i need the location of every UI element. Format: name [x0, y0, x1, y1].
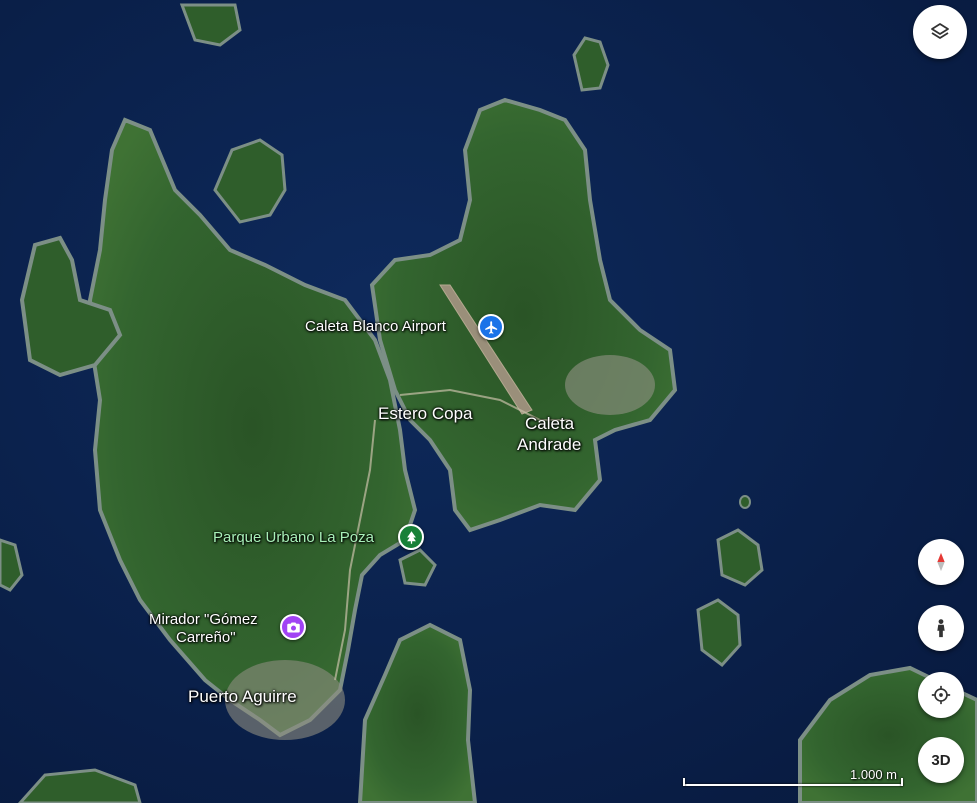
airport-label[interactable]: Caleta Blanco Airport — [305, 318, 446, 335]
scale-label: 1.000 m — [850, 767, 897, 782]
airport-runway — [439, 284, 533, 415]
top-islet — [179, 3, 242, 47]
east-island — [369, 97, 678, 533]
3d-label: 3D — [931, 751, 951, 769]
road-east — [399, 388, 570, 421]
east-islet-2 — [696, 598, 742, 668]
bottom-left-islet — [17, 768, 142, 803]
park-islet — [398, 548, 437, 587]
compass-icon — [937, 552, 945, 572]
pegman-icon — [937, 619, 945, 638]
my-location-icon — [931, 685, 951, 705]
road — [334, 419, 376, 681]
camera-icon[interactable] — [280, 614, 306, 640]
puerto-aguirre-label[interactable]: Puerto Aguirre — [188, 687, 297, 706]
park-label[interactable]: Parque Urbano La Poza — [213, 529, 374, 546]
layers-icon — [931, 23, 949, 39]
west-shore-fragment — [0, 538, 24, 592]
3d-toggle-button[interactable]: 3D — [918, 737, 964, 783]
scale-bar: 1.000 m — [683, 766, 903, 790]
tree-icon[interactable] — [398, 524, 424, 550]
caleta-andrade-settlement — [565, 355, 655, 415]
airplane-icon[interactable] — [478, 314, 504, 340]
compass-button[interactable] — [918, 539, 964, 585]
caleta-andrade-label-line1[interactable]: Caleta — [525, 414, 575, 433]
mirador-label-line1[interactable]: Mirador "Gómez — [149, 611, 258, 628]
puerto-aguirre-settlement — [225, 660, 345, 740]
estero-copa-label[interactable]: Estero Copa — [378, 404, 473, 423]
street-view-button[interactable] — [918, 605, 964, 651]
east-islet-1 — [716, 528, 764, 587]
scale-tick-left — [683, 778, 685, 786]
south-island — [357, 622, 478, 803]
northeast-islet — [572, 36, 610, 92]
tiny-islet — [739, 495, 751, 509]
west-islet — [19, 235, 123, 378]
scale-line — [683, 784, 903, 786]
layers-button[interactable] — [913, 5, 967, 59]
caleta-andrade-label-line2[interactable]: Andrade — [517, 435, 582, 454]
mirador-label-line2[interactable]: Carreño" — [176, 629, 236, 646]
main-island — [87, 117, 418, 738]
north-peninsula — [213, 138, 287, 224]
my-location-button[interactable] — [918, 672, 964, 718]
scale-tick-right — [901, 778, 903, 786]
